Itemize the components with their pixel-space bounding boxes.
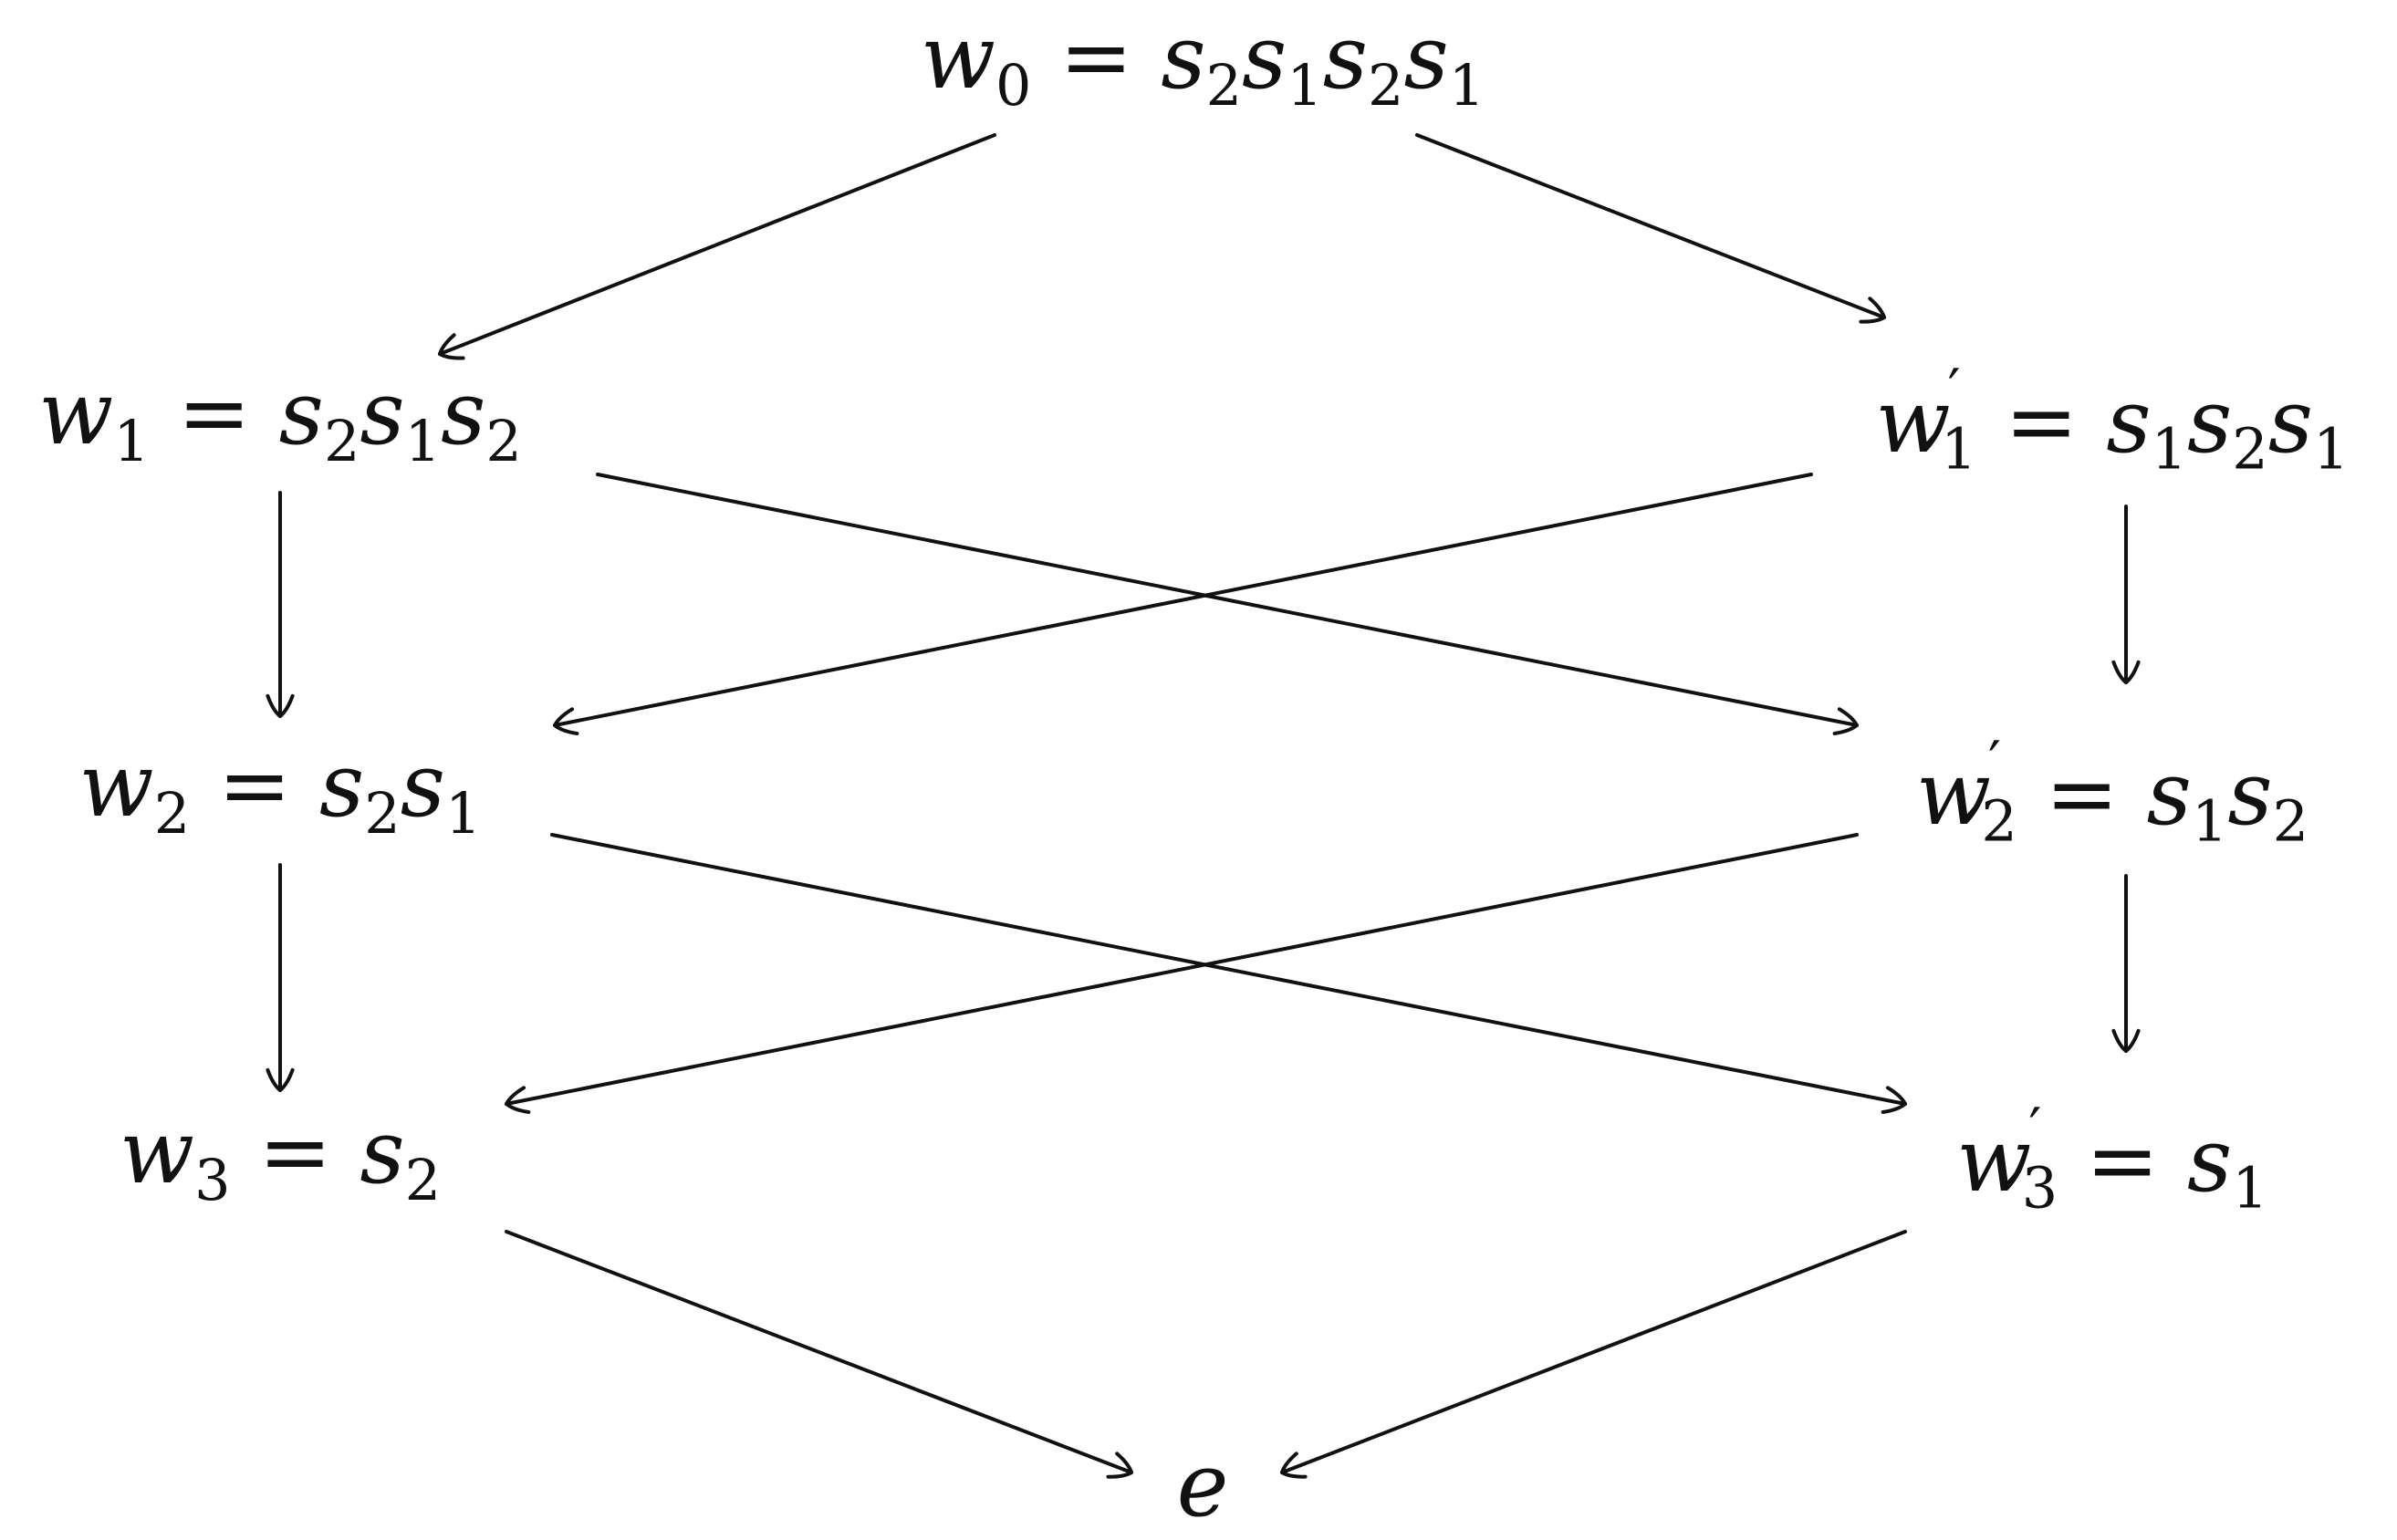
node-subscript: 3 bbox=[194, 1146, 231, 1213]
edge-w1-to-w2p bbox=[596, 473, 1859, 735]
node-w2: w2=s2s1 bbox=[79, 742, 482, 842]
node-w2p: w′2=s1s2 bbox=[1916, 734, 2308, 849]
arrowhead-icon bbox=[438, 333, 465, 360]
arrowhead-icon bbox=[2111, 660, 2141, 684]
node-name: w bbox=[1875, 369, 1951, 473]
generator-index: 1 bbox=[1448, 51, 1485, 119]
equals-sign: = bbox=[1059, 6, 1133, 109]
edge-w1-to-w2 bbox=[266, 491, 295, 718]
edge-w2p-to-w3p bbox=[2111, 874, 2141, 1053]
arrowhead-icon bbox=[1832, 707, 1859, 735]
generator-symbol: s bbox=[1403, 6, 1449, 109]
node-name: w bbox=[119, 1101, 195, 1204]
node-subscript: 1 bbox=[1940, 415, 1977, 483]
equals-sign: = bbox=[258, 1101, 332, 1204]
generator-index: 2 bbox=[404, 1146, 442, 1213]
edge-w1p-to-w2p bbox=[2111, 505, 2141, 684]
generator-symbol: s bbox=[441, 362, 486, 465]
node-name: w bbox=[1915, 742, 1992, 845]
generator-symbol: s bbox=[400, 734, 446, 838]
generator-symbol: s bbox=[2187, 369, 2233, 473]
edge-line bbox=[550, 833, 1907, 1106]
arrowhead-icon bbox=[1280, 1452, 1308, 1479]
arrowhead-icon bbox=[505, 1086, 531, 1114]
edge-w0-to-w1 bbox=[438, 133, 996, 360]
equals-sign: = bbox=[2085, 1108, 2160, 1212]
generator-index: 1 bbox=[2313, 415, 2350, 483]
node-name: w bbox=[78, 734, 154, 838]
generator-symbol: s bbox=[360, 362, 405, 465]
generator-index: 1 bbox=[2232, 1154, 2268, 1222]
node-w3: w3=s2 bbox=[120, 1108, 441, 1209]
node-w1p: w′1=s1s2s1 bbox=[1876, 361, 2350, 477]
edge-line bbox=[553, 473, 1813, 727]
generator-symbol: s bbox=[2227, 742, 2273, 845]
arrowhead-icon bbox=[1106, 1452, 1133, 1479]
node-prime: ′ bbox=[1947, 356, 1961, 423]
generator-index: 2 bbox=[323, 407, 360, 474]
equals-sign: = bbox=[2045, 742, 2119, 845]
node-w0: w0=s2s1s2s1 bbox=[921, 14, 1485, 114]
generator-index: 2 bbox=[1368, 51, 1404, 119]
generator-symbol: s bbox=[2146, 742, 2192, 845]
edge-w3-to-e bbox=[505, 1230, 1133, 1479]
node-name: w bbox=[1956, 1108, 2032, 1212]
edge-line bbox=[1280, 1230, 1907, 1474]
edge-w0-to-w1p bbox=[1415, 133, 1886, 324]
edge-line bbox=[1415, 133, 1886, 319]
node-prime: ′ bbox=[2028, 1095, 2042, 1162]
generator-symbol: s bbox=[1242, 6, 1287, 109]
generator-index: 2 bbox=[2232, 415, 2268, 483]
node-w3p: w′3=s1 bbox=[1956, 1100, 2268, 1216]
generator-index: 2 bbox=[485, 407, 522, 474]
node-name: e bbox=[1176, 1434, 1229, 1536]
generator-index: 1 bbox=[2151, 415, 2188, 483]
edge-line bbox=[505, 1230, 1133, 1474]
edge-w2p-to-w3 bbox=[505, 833, 1859, 1114]
edge-w2-to-w3p bbox=[550, 833, 1907, 1114]
node-name: w bbox=[920, 6, 995, 109]
node-subscript: 2 bbox=[1981, 787, 2017, 855]
node-subscript: 3 bbox=[2021, 1154, 2058, 1222]
generator-symbol: s bbox=[2187, 1108, 2233, 1212]
node-e: e bbox=[1177, 1441, 1229, 1529]
generator-index: 2 bbox=[364, 779, 401, 847]
generator-index: 1 bbox=[404, 407, 442, 474]
equals-sign: = bbox=[2005, 369, 2079, 473]
generator-index: 1 bbox=[445, 779, 482, 847]
arrowhead-icon bbox=[1881, 1086, 1907, 1114]
arrowhead-icon bbox=[266, 693, 295, 718]
node-w1: w1=s2s1s2 bbox=[38, 369, 522, 470]
edge-line bbox=[438, 133, 996, 356]
arrowhead-icon bbox=[553, 707, 579, 735]
node-prime: ′ bbox=[1987, 728, 2002, 796]
generator-index: 1 bbox=[2191, 787, 2228, 855]
edge-w2-to-w3 bbox=[266, 863, 295, 1092]
arrowhead-icon bbox=[266, 1067, 295, 1092]
node-subscript: 0 bbox=[995, 51, 1032, 119]
node-subscript: 2 bbox=[153, 779, 191, 847]
edge-line bbox=[505, 833, 1859, 1106]
generator-symbol: s bbox=[360, 1101, 405, 1204]
arrowhead-icon bbox=[2111, 1028, 2141, 1053]
node-subscript: 1 bbox=[113, 407, 150, 474]
generator-index: 2 bbox=[1205, 51, 1243, 119]
equals-sign: = bbox=[177, 362, 251, 465]
generator-index: 2 bbox=[2272, 787, 2309, 855]
edge-w3p-to-e bbox=[1280, 1230, 1907, 1479]
generator-symbol: s bbox=[1322, 6, 1369, 109]
edge-line bbox=[596, 473, 1859, 727]
generator-symbol: s bbox=[319, 734, 365, 838]
edge-w1p-to-w2 bbox=[553, 473, 1813, 735]
generator-symbol: s bbox=[278, 362, 324, 465]
equals-sign: = bbox=[217, 734, 292, 838]
generator-symbol: s bbox=[2106, 369, 2152, 473]
arrowhead-icon bbox=[1859, 297, 1886, 324]
generator-symbol: s bbox=[1161, 6, 1206, 109]
node-name: w bbox=[38, 362, 114, 465]
generator-symbol: s bbox=[2267, 369, 2314, 473]
generator-index: 1 bbox=[1287, 51, 1323, 119]
